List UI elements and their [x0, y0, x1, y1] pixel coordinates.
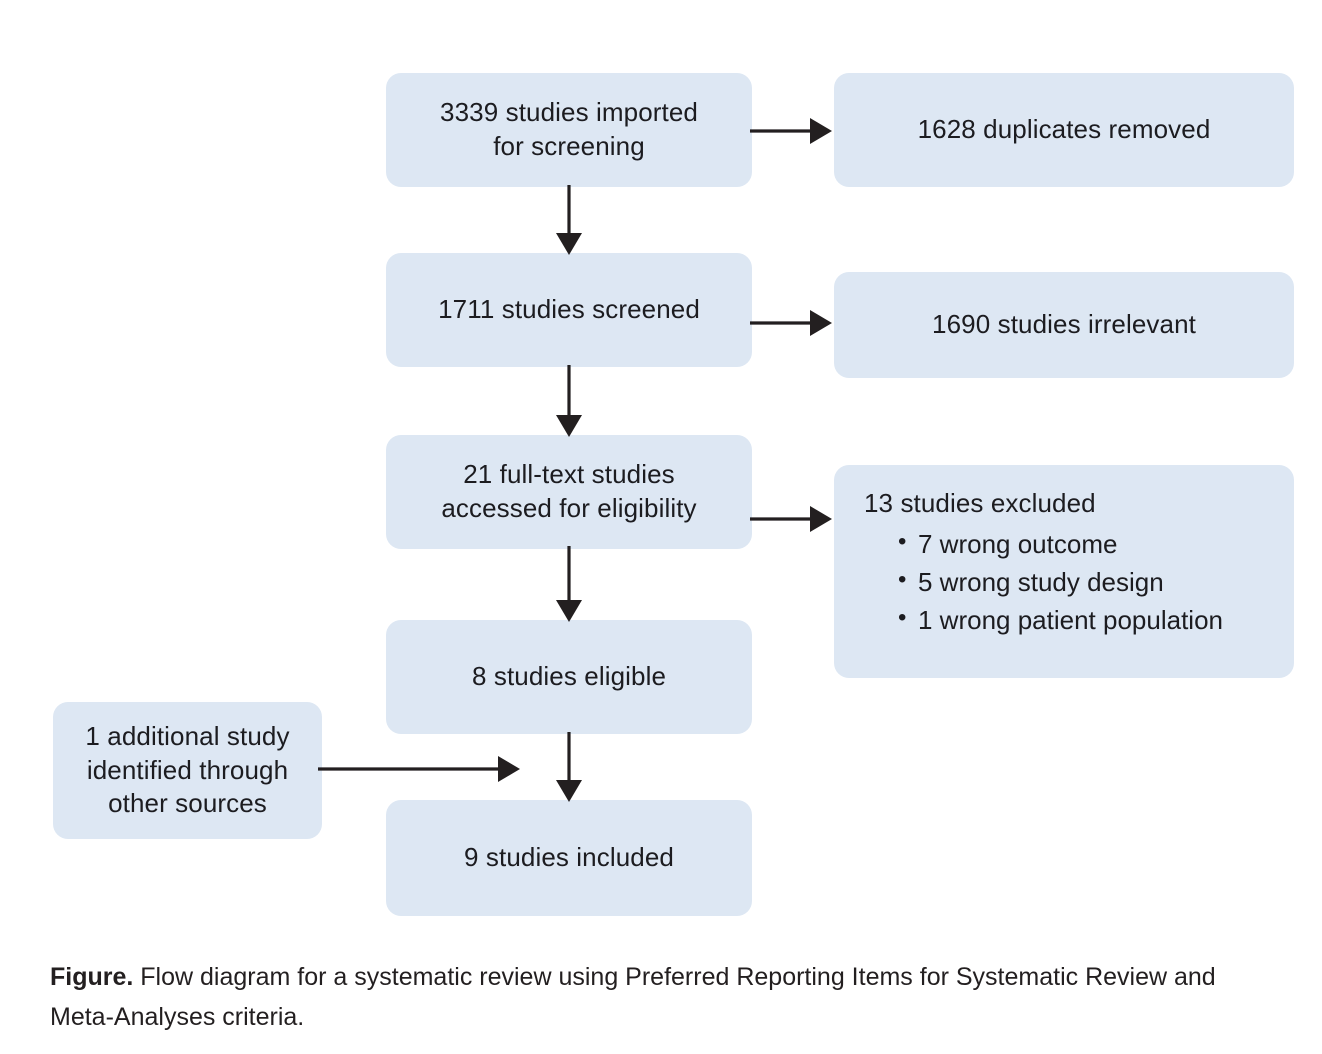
- node-studies-included-label: 9 studies included: [464, 842, 674, 873]
- node-additional-study-label: 1 additional study identified through ot…: [85, 720, 290, 819]
- node-studies-eligible: 8 studies eligible: [386, 620, 752, 734]
- figure-caption: Figure. Flow diagram for a systematic re…: [50, 958, 1282, 1037]
- node-studies-eligible-label: 8 studies eligible: [471, 661, 667, 692]
- node-duplicates-removed: 1628 duplicates removed: [834, 73, 1294, 187]
- node-studies-irrelevant: 1690 studies irrelevant: [834, 272, 1294, 378]
- node-additional-study: 1 additional study identified through ot…: [53, 702, 322, 839]
- node-studies-irrelevant-label: 1690 studies irrelevant: [932, 309, 1196, 340]
- arrow-fulltext-to-eligible: [556, 546, 582, 622]
- node-studies-imported-label: 3339 studies imported for screening: [440, 97, 698, 161]
- node-studies-excluded: 13 studies excluded 7 wrong outcome5 wro…: [834, 465, 1294, 678]
- node-studies-screened-label: 1711 studies screened: [438, 294, 700, 325]
- arrow-screened-to-irrelevant: [750, 310, 832, 336]
- excluded-reason-item: 5 wrong study design: [898, 562, 1223, 601]
- node-duplicates-removed-label: 1628 duplicates removed: [917, 114, 1211, 145]
- figure-caption-label: Figure.: [50, 963, 134, 991]
- arrow-additional-to-included: [318, 756, 520, 782]
- arrow-imported-to-duplicates: [750, 118, 832, 144]
- node-studies-imported: 3339 studies imported for screening: [386, 73, 752, 187]
- arrow-screened-to-fulltext: [556, 365, 582, 437]
- excluded-reason-item: 7 wrong outcome: [898, 524, 1223, 563]
- arrow-fulltext-to-excluded: [750, 506, 832, 532]
- node-studies-excluded-heading: 13 studies excluded: [864, 488, 1096, 518]
- node-studies-screened: 1711 studies screened: [386, 253, 752, 367]
- excluded-reason-list: 7 wrong outcome5 wrong study design1 wro…: [864, 524, 1223, 640]
- node-fulltext-assessed-label: 21 full-text studies accessed for eligib…: [441, 459, 697, 523]
- arrow-eligible-to-included: [556, 732, 582, 802]
- figure-caption-text: Flow diagram for a systematic review usi…: [50, 963, 1216, 1031]
- arrow-imported-to-screened: [556, 185, 582, 255]
- excluded-reason-item: 1 wrong patient population: [898, 600, 1223, 639]
- node-studies-included: 9 studies included: [386, 800, 752, 916]
- node-fulltext-assessed: 21 full-text studies accessed for eligib…: [386, 435, 752, 549]
